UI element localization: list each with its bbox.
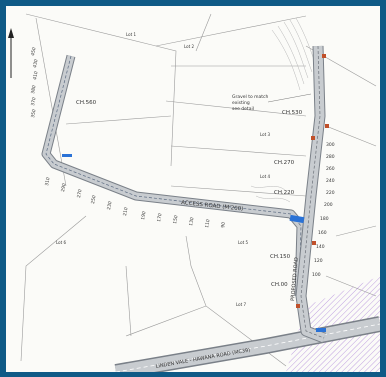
station-label: 200 xyxy=(324,202,333,208)
map-frame: ACCESS ROAD (M'200) PROPOSED ROAD LINDEN… xyxy=(6,6,380,372)
svg-text:Gravel to match: Gravel to match xyxy=(232,94,269,100)
station-label: 90 xyxy=(220,222,227,229)
contour-lines xyxy=(250,17,317,203)
station-label: 350 xyxy=(30,109,37,119)
station-label: 120 xyxy=(314,258,323,264)
lot-label: Lot 1 xyxy=(126,32,136,37)
station-label: 270 xyxy=(76,189,83,199)
station-label: 240 xyxy=(326,178,335,184)
lot-label: Lot 6 xyxy=(56,240,66,245)
station-label: 140 xyxy=(316,244,325,250)
lot-label: Lot 4 xyxy=(260,174,270,179)
access-road-east xyxy=(295,45,326,344)
station-label: 110 xyxy=(204,219,211,229)
north-arrow-icon xyxy=(8,28,14,78)
culverts xyxy=(62,154,326,332)
station-label: 230 xyxy=(106,201,113,211)
chainage-label: CH.00 xyxy=(271,282,288,288)
chainage-label: CH.270 xyxy=(274,160,295,166)
hatched-zone xyxy=(286,276,380,372)
chainage-label: CH.150 xyxy=(270,254,291,260)
station-label: 180 xyxy=(320,216,329,222)
lot-label: Lot 7 xyxy=(236,302,246,307)
station-label: 190 xyxy=(140,211,147,221)
chainage-label: CH.220 xyxy=(274,190,295,196)
site-plan-map: ACCESS ROAD (M'200) PROPOSED ROAD LINDEN… xyxy=(8,13,380,372)
station-label: 380 xyxy=(30,85,37,95)
station-label: 150 xyxy=(172,215,179,225)
station-label: 130 xyxy=(188,217,195,227)
station-label: 370 xyxy=(30,97,37,107)
access-road-west xyxy=(41,54,306,297)
lot-label: Lot 2 xyxy=(184,44,194,49)
station-label: 170 xyxy=(156,213,163,223)
station-label: 280 xyxy=(326,154,335,160)
station-label: 310 xyxy=(44,177,51,187)
lot-label: Lot 3 xyxy=(260,132,270,137)
markers xyxy=(296,54,329,308)
station-label: 430 xyxy=(32,59,39,69)
station-labels-east: 300 280 260 240 220 200 180 160 140 120 100 xyxy=(312,142,335,278)
station-label: 160 xyxy=(318,230,327,236)
station-label: 290 xyxy=(60,183,67,193)
station-label: 210 xyxy=(122,207,129,217)
svg-text:existing: existing xyxy=(232,100,250,106)
station-label: 260 xyxy=(326,166,335,172)
station-labels-west: 450 430 410 380 370 350 310 290 270 250 230 210 190 1… xyxy=(30,47,227,229)
callout-note: Gravel to match existing see detail xyxy=(232,93,312,112)
lot-boundaries xyxy=(20,13,377,367)
station-label: 250 xyxy=(90,195,97,205)
highway xyxy=(114,316,380,372)
road-label-east: PROPOSED ROAD xyxy=(290,257,300,301)
lot-label: Lot 5 xyxy=(238,240,248,245)
chainage-label: CH.560 xyxy=(76,100,97,106)
station-label: 300 xyxy=(326,142,335,148)
station-label: 220 xyxy=(326,190,335,196)
chainage-label: CH.530 xyxy=(282,110,303,116)
svg-text:see detail: see detail xyxy=(232,106,254,112)
station-label: 410 xyxy=(32,71,39,81)
station-label: 100 xyxy=(312,272,321,278)
station-label: 450 xyxy=(30,47,37,57)
